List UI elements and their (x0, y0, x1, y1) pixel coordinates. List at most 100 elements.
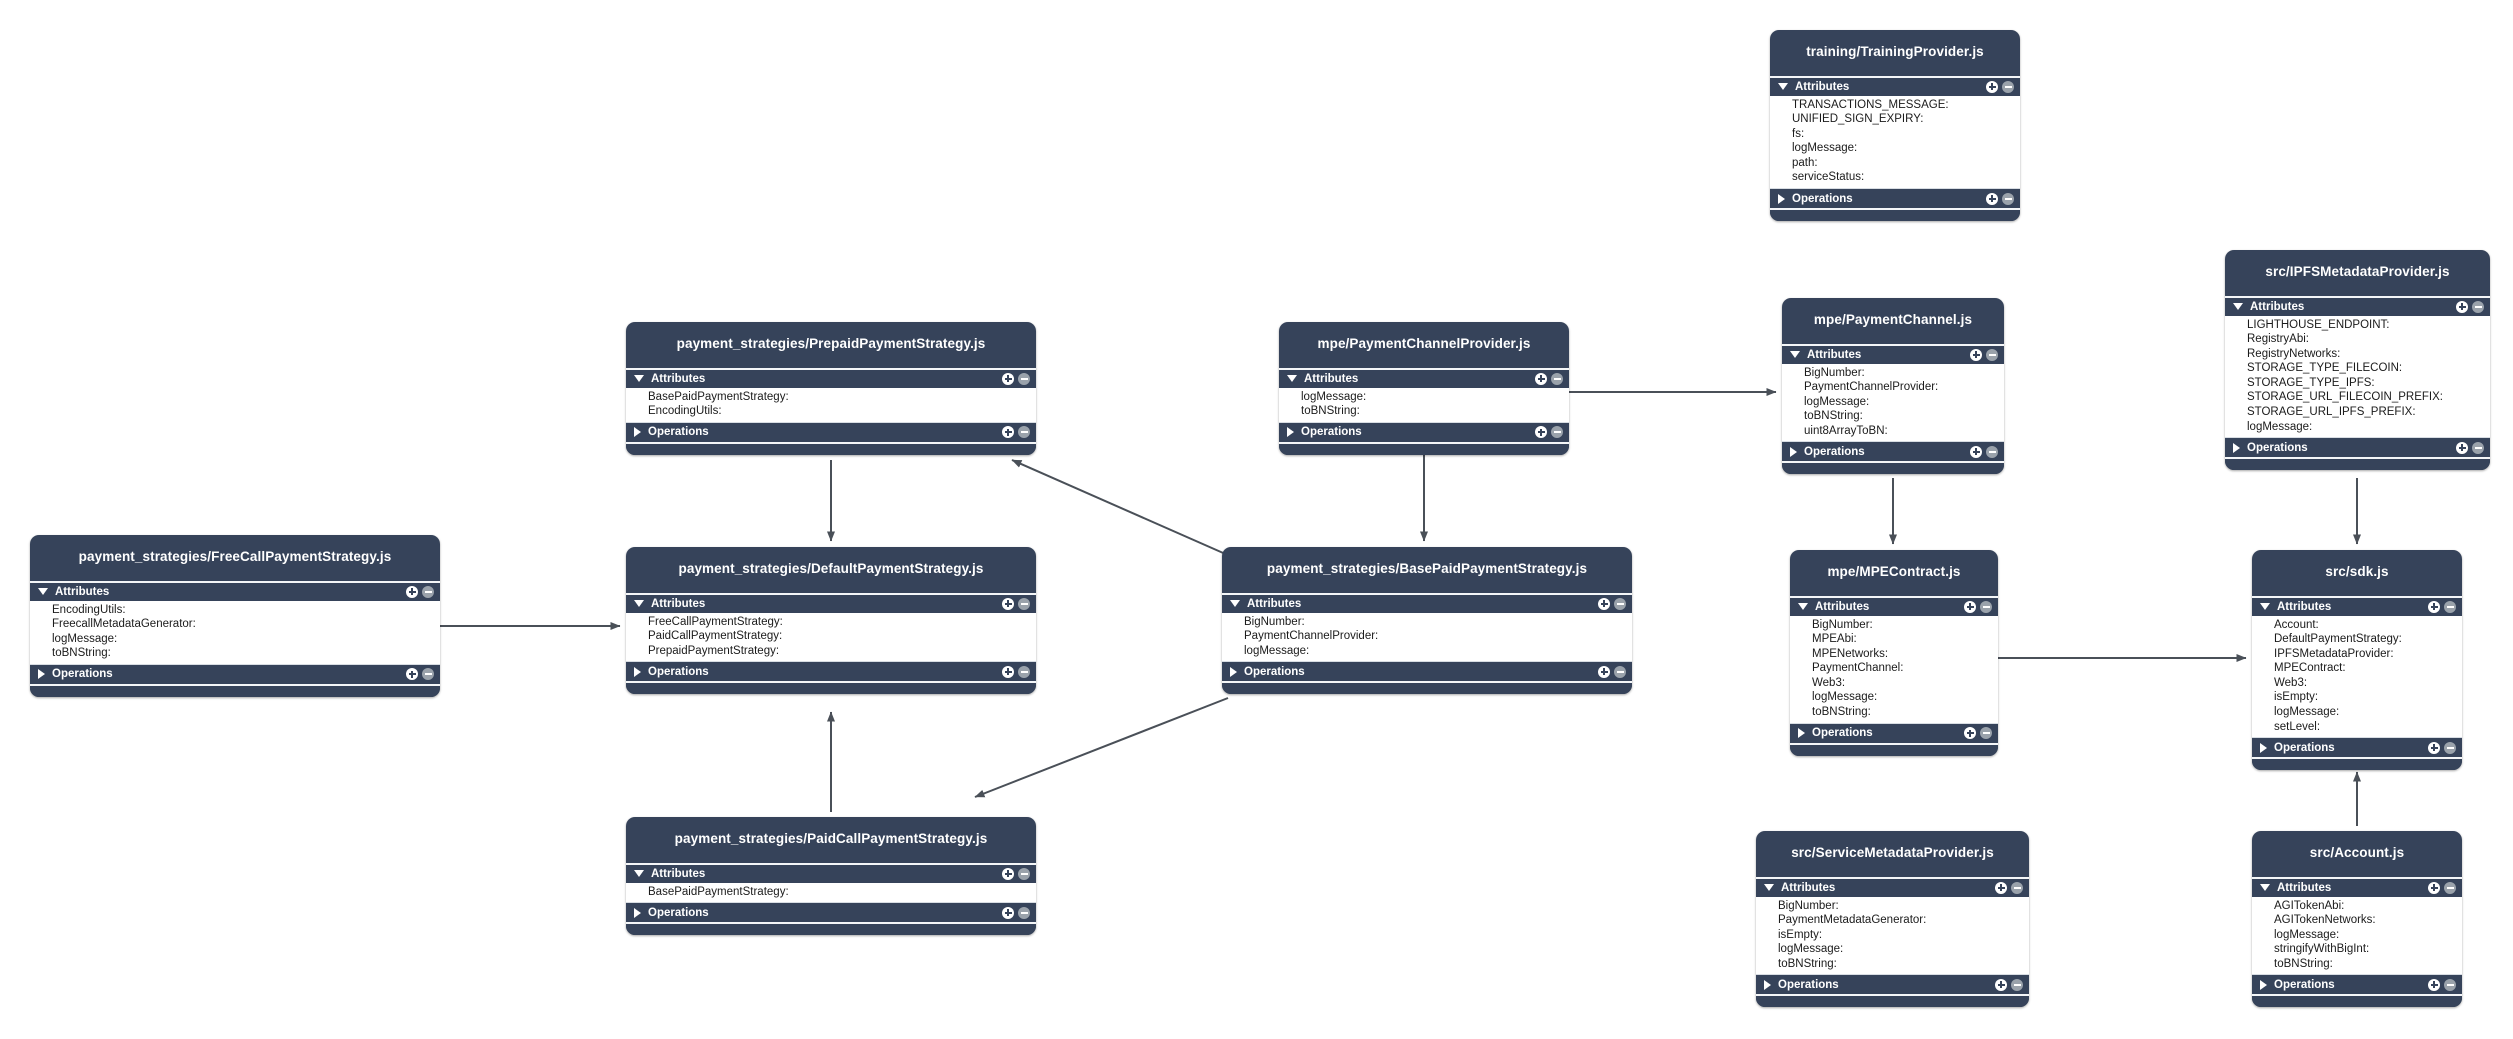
minus-circle-icon[interactable] (2444, 881, 2456, 894)
plus-circle-icon[interactable] (2428, 978, 2440, 991)
attribute-row[interactable]: logMessage: (2274, 706, 2340, 719)
attribute-row[interactable]: MPEAbi: (1812, 633, 1857, 646)
plus-circle-icon[interactable] (406, 585, 418, 598)
plus-circle-icon[interactable] (1002, 906, 1014, 919)
attribute-row[interactable]: MPENetworks: (1812, 647, 1889, 660)
triangle-down-icon[interactable] (634, 600, 644, 608)
minus-circle-icon[interactable] (1018, 426, 1030, 439)
operations-section-header[interactable]: Operations (30, 663, 440, 684)
attribute-row[interactable]: PrepaidPaymentStrategy: (648, 644, 780, 657)
attribute-row[interactable]: IPFSMetadataProvider: (2274, 647, 2394, 660)
triangle-right-icon[interactable] (1790, 446, 1797, 457)
minus-circle-icon[interactable] (422, 585, 434, 598)
attribute-row[interactable]: toBNString: (1778, 957, 1837, 970)
attribute-row[interactable]: fs: (1792, 127, 1805, 140)
attribute-row[interactable]: Account: (2274, 618, 2319, 631)
operations-section-header[interactable]: Operations (626, 902, 1036, 923)
attribute-row[interactable]: logMessage: (1778, 943, 1844, 956)
class-node-paid-call-payment-strategy[interactable]: payment_strategies/PaidCallPaymentStrate… (626, 817, 1036, 936)
attribute-row[interactable]: FreecallMetadataGenerator: (52, 618, 196, 631)
operations-section-header[interactable]: Operations (2225, 437, 2490, 458)
minus-circle-icon[interactable] (2472, 441, 2484, 454)
plus-circle-icon[interactable] (1986, 192, 1998, 205)
attribute-row[interactable]: PaymentChannel: (1812, 662, 1904, 675)
triangle-right-icon[interactable] (2260, 979, 2267, 990)
attributes-section-header[interactable]: Attributes (626, 592, 1036, 613)
plus-circle-icon[interactable] (1002, 372, 1014, 385)
plus-circle-icon[interactable] (1002, 867, 1014, 880)
class-node-prepaid-payment-strategy[interactable]: payment_strategies/PrepaidPaymentStrateg… (626, 322, 1036, 455)
operations-section-header[interactable]: Operations (1790, 722, 1998, 743)
attribute-row[interactable]: serviceStatus: (1792, 171, 1865, 184)
attribute-row[interactable]: LIGHTHOUSE_ENDPOINT: (2247, 318, 2390, 331)
attribute-row[interactable]: RegistryNetworks: (2247, 347, 2341, 360)
triangle-down-icon[interactable] (1230, 600, 1240, 608)
triangle-down-icon[interactable] (1790, 351, 1800, 359)
triangle-down-icon[interactable] (2233, 303, 2243, 311)
operations-section-header[interactable]: Operations (1222, 661, 1632, 682)
class-node-base-paid-payment-strategy[interactable]: payment_strategies/BasePaidPaymentStrate… (1222, 547, 1632, 695)
operations-section-header[interactable]: Operations (1782, 441, 2004, 462)
minus-circle-icon[interactable] (2002, 192, 2014, 205)
attributes-section-header[interactable]: Attributes (2252, 595, 2462, 616)
triangle-right-icon[interactable] (634, 666, 641, 677)
minus-circle-icon[interactable] (2011, 881, 2023, 894)
attributes-section-header[interactable]: Attributes (1222, 592, 1632, 613)
plus-circle-icon[interactable] (1535, 372, 1547, 385)
attribute-row[interactable]: isEmpty: (2274, 691, 2319, 704)
plus-circle-icon[interactable] (2428, 881, 2440, 894)
plus-circle-icon[interactable] (1002, 665, 1014, 678)
attribute-row[interactable]: AGITokenNetworks: (2274, 914, 2376, 927)
plus-circle-icon[interactable] (406, 668, 418, 681)
operations-section-header[interactable]: Operations (626, 421, 1036, 442)
minus-circle-icon[interactable] (1551, 426, 1563, 439)
minus-circle-icon[interactable] (2002, 80, 2014, 93)
class-node-default-payment-strategy[interactable]: payment_strategies/DefaultPaymentStrateg… (626, 547, 1036, 695)
operations-section-header[interactable]: Operations (2252, 974, 2462, 995)
minus-circle-icon[interactable] (1980, 600, 1992, 613)
attribute-row[interactable]: logMessage: (1301, 390, 1367, 403)
triangle-right-icon[interactable] (1764, 979, 1771, 990)
plus-circle-icon[interactable] (2428, 741, 2440, 754)
attributes-section-header[interactable]: Attributes (30, 580, 440, 601)
attribute-row[interactable]: Web3: (1812, 676, 1846, 689)
plus-circle-icon[interactable] (1995, 978, 2007, 991)
attribute-row[interactable]: TRANSACTIONS_MESSAGE: (1792, 98, 1949, 111)
plus-circle-icon[interactable] (1002, 597, 1014, 610)
attribute-row[interactable]: logMessage: (1244, 644, 1310, 657)
attribute-row[interactable]: AGITokenAbi: (2274, 899, 2345, 912)
plus-circle-icon[interactable] (2456, 300, 2468, 313)
triangle-right-icon[interactable] (2233, 442, 2240, 453)
triangle-down-icon[interactable] (634, 870, 644, 878)
minus-circle-icon[interactable] (422, 668, 434, 681)
triangle-right-icon[interactable] (634, 907, 641, 918)
attributes-section-header[interactable]: Attributes (1782, 343, 2004, 364)
triangle-down-icon[interactable] (1798, 603, 1808, 611)
attribute-row[interactable]: logMessage: (1812, 691, 1878, 704)
attributes-section-header[interactable]: Attributes (1790, 595, 1998, 616)
minus-circle-icon[interactable] (1986, 348, 1998, 361)
attribute-row[interactable]: toBNString: (1804, 410, 1863, 423)
minus-circle-icon[interactable] (2011, 978, 2023, 991)
minus-circle-icon[interactable] (1551, 372, 1563, 385)
attributes-section-header[interactable]: Attributes (1770, 75, 2020, 96)
attribute-row[interactable]: uint8ArrayToBN: (1804, 424, 1888, 437)
attributes-section-header[interactable]: Attributes (1279, 367, 1569, 388)
plus-circle-icon[interactable] (1970, 445, 1982, 458)
class-node-free-call-payment-strategy[interactable]: payment_strategies/FreeCallPaymentStrate… (30, 535, 440, 697)
triangle-right-icon[interactable] (1230, 666, 1237, 677)
attribute-row[interactable]: MPEContract: (2274, 662, 2346, 675)
triangle-down-icon[interactable] (2260, 884, 2270, 892)
triangle-right-icon[interactable] (1798, 728, 1805, 739)
triangle-right-icon[interactable] (38, 669, 45, 680)
operations-section-header[interactable]: Operations (1756, 974, 2029, 995)
minus-circle-icon[interactable] (1018, 867, 1030, 880)
attribute-row[interactable]: BasePaidPaymentStrategy: (648, 885, 789, 898)
attribute-row[interactable]: STORAGE_URL_FILECOIN_PREFIX: (2247, 391, 2443, 404)
operations-section-header[interactable]: Operations (1770, 188, 2020, 209)
